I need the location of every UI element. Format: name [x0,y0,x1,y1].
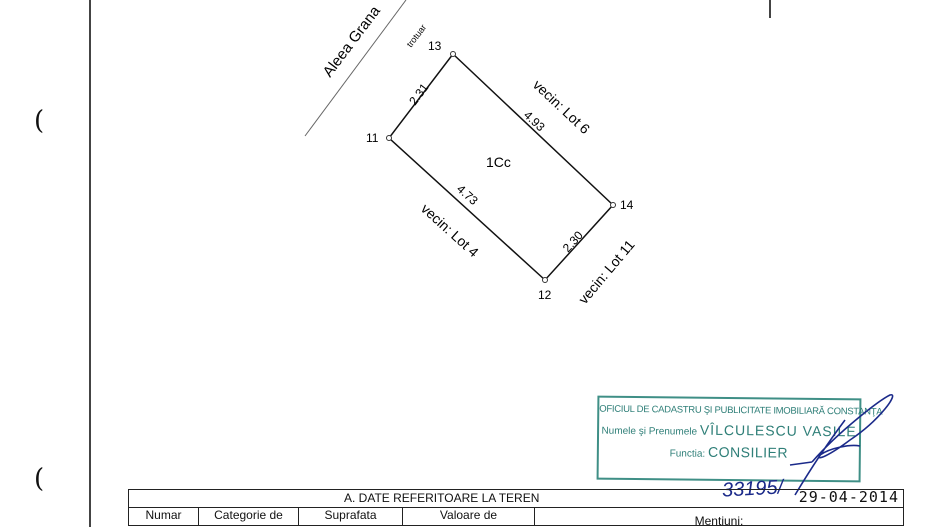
registration-date: 29-04-2014 [798,488,899,506]
header-valoare: Valoare de [402,507,535,526]
left-margin-line [89,0,91,527]
binder-hole-mark: ( [34,106,45,136]
street-line [304,0,407,137]
header-suprafata: Suprafata [298,507,403,526]
point-marker [450,51,456,57]
point-marker [386,135,392,141]
header-categorie: Categorie de [198,507,299,526]
point-label-13: 13 [428,39,442,53]
point-label-14: 14 [620,198,634,212]
land-data-table: A. DATE REFERITOARE LA TEREN 29-04-2014 … [128,488,904,528]
binder-hole-mark: ( [34,464,45,494]
point-label-11: 11 [366,131,379,145]
header-numar: Numar [128,507,199,526]
point-marker [610,202,616,208]
point-label-12: 12 [538,288,552,302]
parcel-id-label: 1Cc [486,154,511,170]
table-title-cell: A. DATE REFERITOARE LA TEREN 29-04-2014 [128,488,904,508]
point-marker [542,277,548,283]
top-right-line [769,0,771,18]
table-title: A. DATE REFERITOARE LA TEREN [344,491,540,505]
header-mentiuni: Mentiuni: [534,507,904,528]
